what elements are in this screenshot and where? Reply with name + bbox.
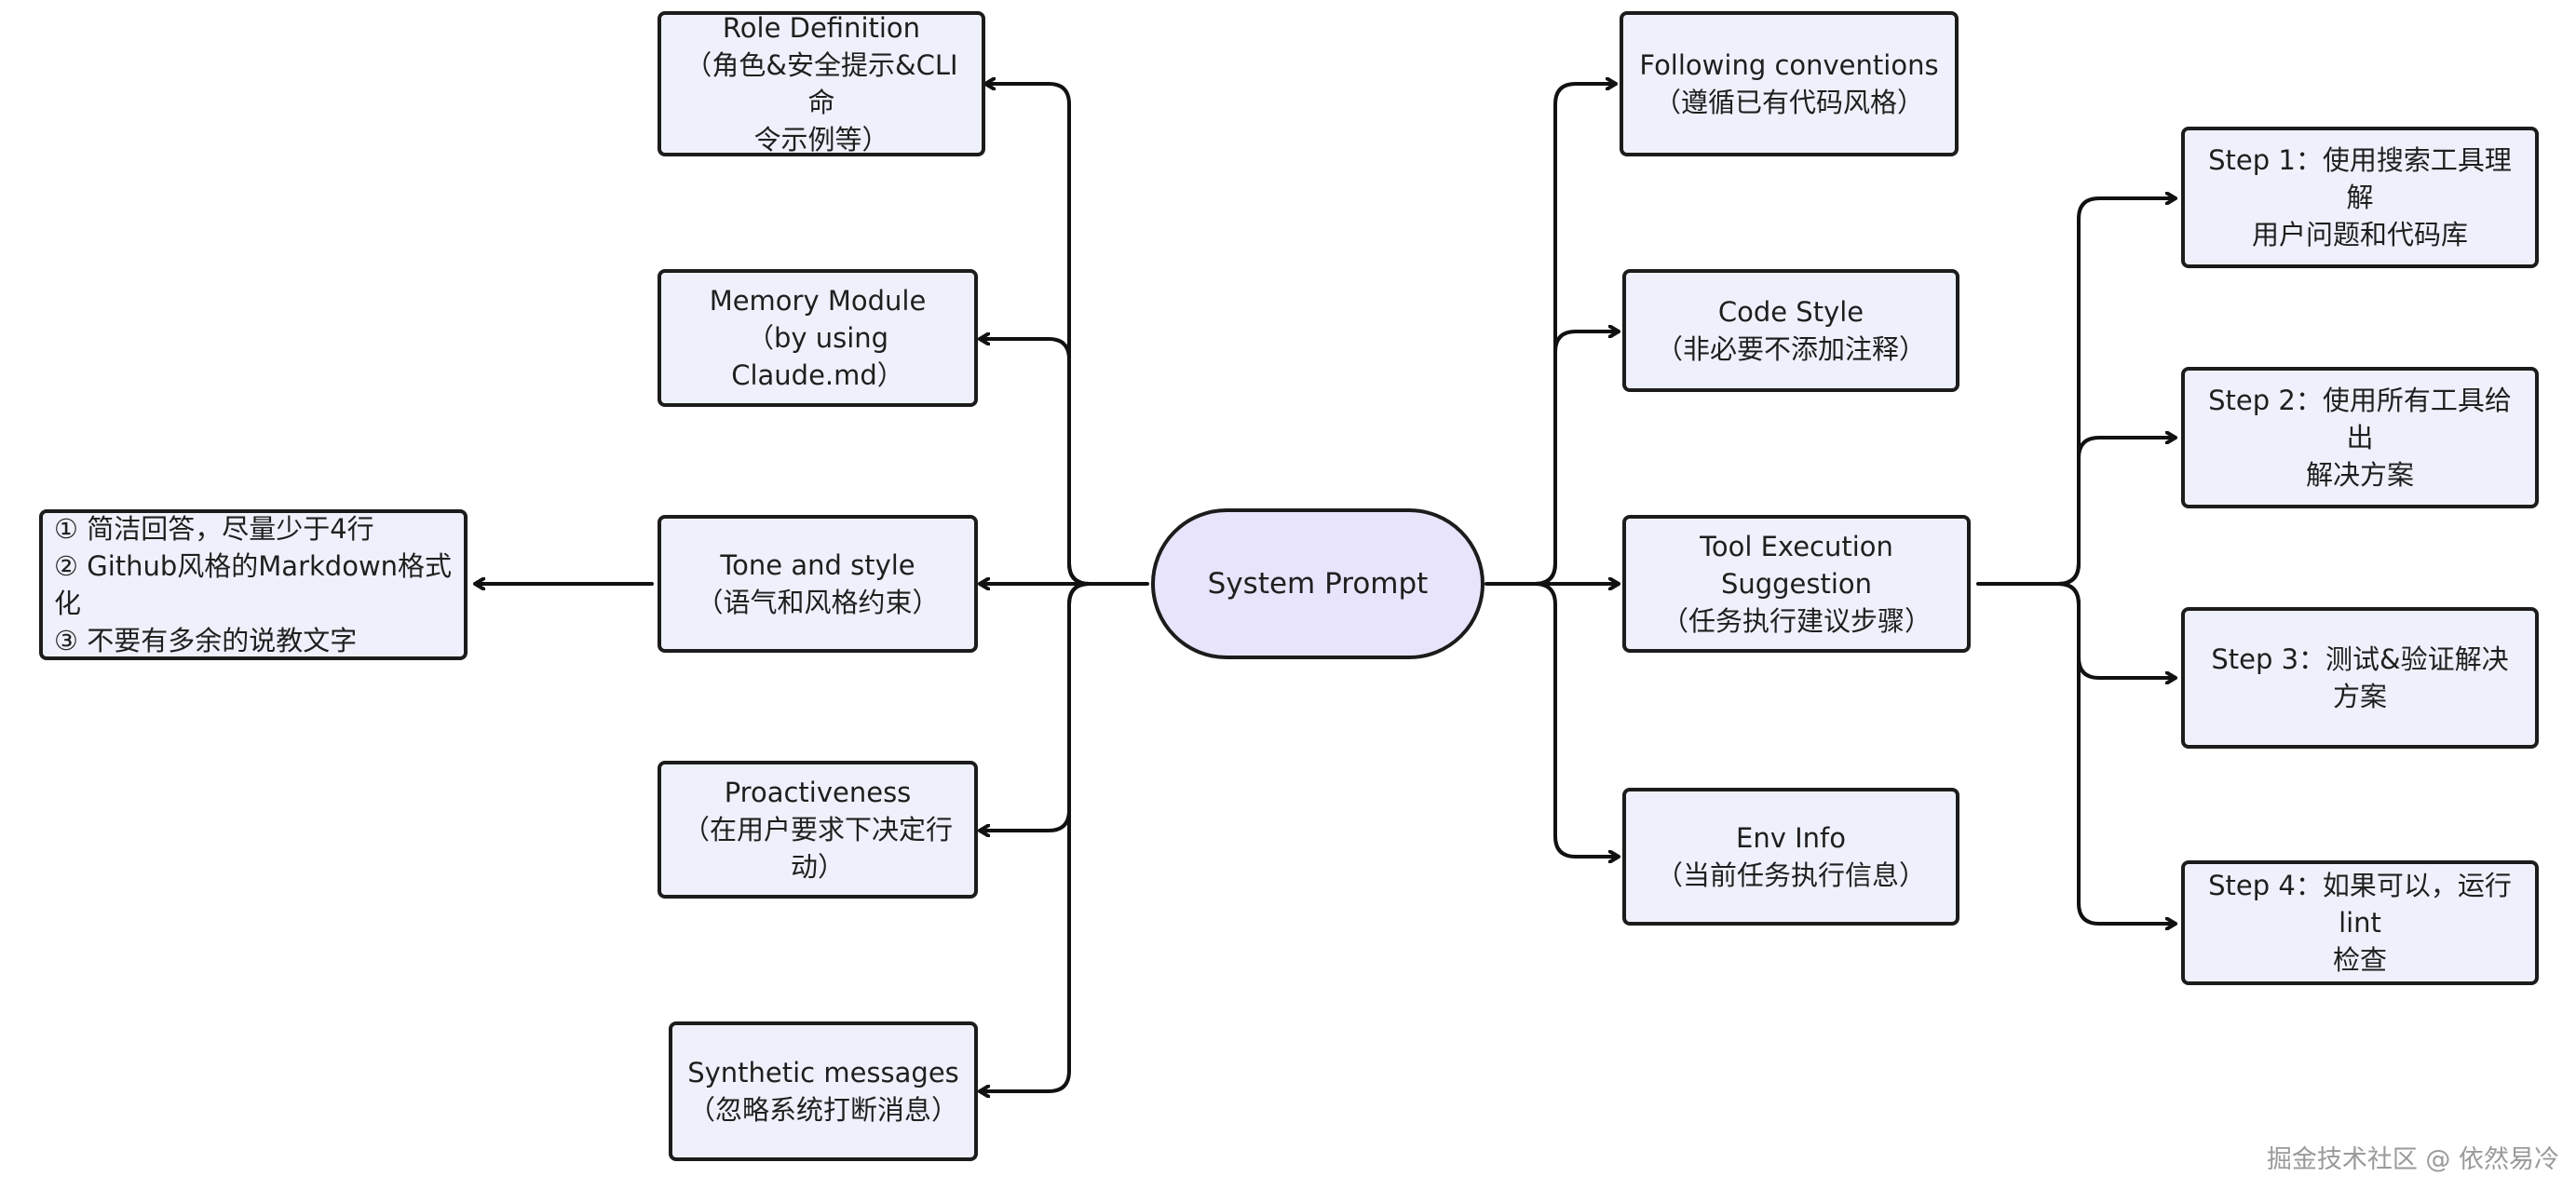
detail-item: ③ 不要有多余的说教文字: [54, 625, 358, 656]
node-title: Step 3：测试&验证解决方案: [2211, 643, 2509, 712]
node-subtitle: 动）: [790, 851, 845, 883]
node-step-2[interactable]: Step 2：使用所有工具给出 解决方案: [2181, 367, 2539, 508]
node-title: Tool Execution Suggestion: [1700, 531, 1893, 600]
node-subtitle: （语气和风格约束）: [696, 587, 940, 618]
node-subtitle: （角色&安全提示&CLI命: [685, 49, 958, 118]
detail-item: ② Github风格的Markdown格式化: [54, 550, 453, 619]
node-env-info[interactable]: Env Info （当前任务执行信息）: [1622, 788, 1959, 926]
link-to-step4: [2056, 582, 2177, 924]
center-label: System Prompt: [1207, 567, 1429, 601]
node-subtitle: （任务执行建议步骤）: [1661, 605, 1932, 637]
link-to-synthetic: [978, 582, 1091, 1091]
node-title: Step 1：使用搜索工具理解: [2208, 144, 2512, 213]
node-title: Proactiveness: [724, 777, 912, 808]
node-subtitle: （当前任务执行信息）: [1655, 859, 1926, 891]
node-subtitle: 解决方案: [2305, 459, 2414, 491]
node-role-definition[interactable]: Role Definition （角色&安全提示&CLI命 令示例等）: [658, 11, 985, 156]
node-code-style[interactable]: Code Style （非必要不添加注释）: [1622, 269, 1959, 392]
node-title: Following conventions: [1639, 49, 1939, 81]
link-to-memory: [978, 339, 1091, 586]
node-title: Step 2：使用所有工具给出: [2208, 385, 2512, 453]
node-synthetic-messages[interactable]: Synthetic messages （忽略系统打断消息）: [669, 1021, 978, 1161]
node-title: Synthetic messages: [687, 1057, 959, 1089]
node-following-conventions[interactable]: Following conventions （遵循已有代码风格）: [1620, 11, 1959, 156]
link-to-step3: [2056, 582, 2177, 678]
node-proactiveness[interactable]: Proactiveness （在用户要求下决定行 动）: [658, 761, 978, 899]
node-tone-details[interactable]: ① 简洁回答，尽量少于4行 ② Github风格的Markdown格式化 ③ 不…: [39, 509, 468, 660]
link-to-proactive: [978, 582, 1091, 831]
link-to-env: [1533, 582, 1620, 857]
detail-item: ① 简洁回答，尽量少于4行: [54, 513, 374, 545]
link-to-conventions: [1533, 84, 1618, 586]
node-tool-execution-suggestion[interactable]: Tool Execution Suggestion （任务执行建议步骤）: [1622, 515, 1971, 653]
node-step-3[interactable]: Step 3：测试&验证解决方案: [2181, 607, 2539, 749]
node-subtitle: 令示例等）: [753, 124, 889, 156]
link-to-role: [983, 84, 1091, 586]
node-title: Memory Module: [709, 285, 927, 317]
node-subtitle: （by using Claude.md）: [731, 322, 904, 391]
watermark: 掘金技术社区 @ 依然易冷: [2266, 1145, 2559, 1174]
link-to-codestyle: [1533, 331, 1620, 586]
node-tone-and-style[interactable]: Tone and style （语气和风格约束）: [658, 515, 978, 653]
node-subtitle: 用户问题和代码库: [2251, 219, 2468, 250]
link-to-step1: [2056, 198, 2177, 586]
node-title: Role Definition: [722, 12, 921, 44]
node-title: Env Info: [1736, 822, 1846, 854]
node-title: Step 4：如果可以，运行lint: [2208, 870, 2512, 939]
link-to-step2: [2056, 438, 2177, 586]
node-subtitle: （在用户要求下决定行: [682, 814, 953, 845]
node-memory-module[interactable]: Memory Module （by using Claude.md）: [658, 269, 978, 407]
node-title: Tone and style: [720, 549, 915, 581]
node-subtitle: （非必要不添加注释）: [1655, 333, 1926, 365]
node-step-1[interactable]: Step 1：使用搜索工具理解 用户问题和代码库: [2181, 127, 2539, 268]
node-title: Code Style: [1717, 296, 1864, 328]
node-step-4[interactable]: Step 4：如果可以，运行lint 检查: [2181, 860, 2539, 985]
center-node-system-prompt[interactable]: System Prompt: [1151, 508, 1485, 659]
node-subtitle: （遵循已有代码风格）: [1653, 87, 1924, 118]
node-subtitle: 检查: [2332, 944, 2387, 976]
node-subtitle: （忽略系统打断消息）: [687, 1094, 958, 1126]
